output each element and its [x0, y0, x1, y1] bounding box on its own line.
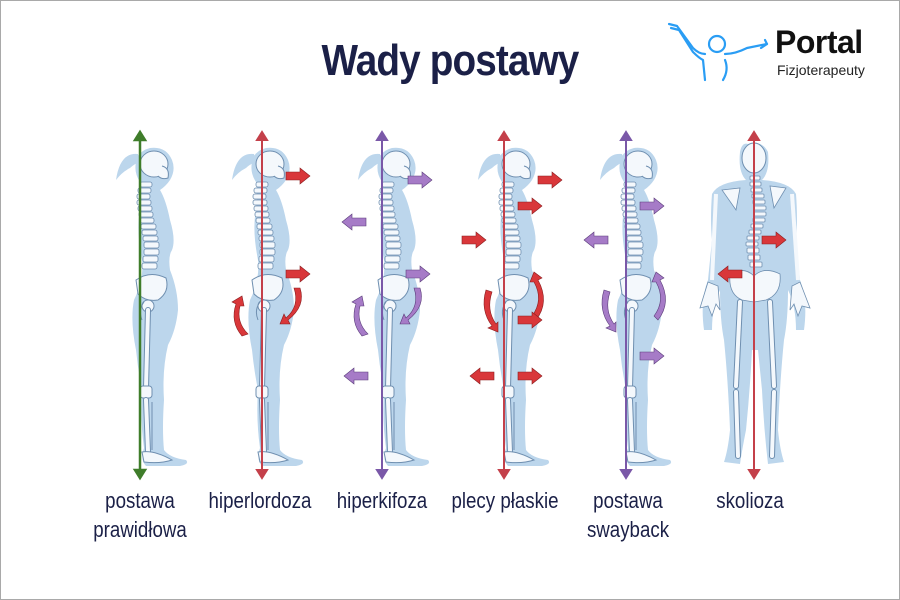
deviation-arrows [231, 167, 311, 337]
skeleton-side-view-icon [341, 130, 433, 480]
label-line-1: plecy płaskie [451, 488, 559, 513]
label-line-2: swayback [586, 517, 670, 542]
logo-brand-text: Portal [775, 24, 863, 60]
deviation-arrows [583, 197, 666, 365]
skeleton-side-view-icon [226, 130, 311, 480]
label-swayback: postawa swayback [577, 486, 679, 544]
label-hyperlordosis: hiperlordoza [205, 486, 316, 515]
portal-logo[interactable]: Portal Fizjoterapeuty [663, 14, 888, 86]
label-line-1: postawa [105, 488, 175, 513]
page-title: Wady postawy [321, 36, 580, 85]
skeleton-side-view-icon [461, 130, 563, 480]
label-line-1: postawa [593, 488, 663, 513]
figure-swayback [582, 130, 682, 480]
figure-hyperkyphosis [341, 130, 452, 480]
label-line-2: prawidłowa [93, 517, 187, 542]
skeleton-back-view-icon [699, 130, 811, 480]
figure-scoliosis [699, 130, 811, 480]
label-flat-back: plecy płaskie [450, 486, 561, 515]
label-normal-posture: postawa prawidłowa [89, 486, 191, 544]
label-line-1: skolioza [716, 488, 784, 513]
figure-normal-posture [110, 129, 190, 481]
figure-flat-back [460, 130, 570, 480]
label-line-1: hiperkifoza [336, 488, 428, 513]
person-arms-raised-icon [667, 22, 769, 82]
logo-subtitle: Fizjoterapeuty [777, 62, 865, 78]
label-scoliosis: skolioza [699, 486, 801, 515]
deviation-arrows [341, 171, 433, 385]
skeleton-side-view-icon [110, 129, 190, 481]
label-hyperkyphosis: hiperkifoza [331, 486, 433, 515]
label-line-1: hiperlordoza [208, 488, 312, 513]
skeleton-side-view-icon [583, 130, 682, 480]
deviation-arrows [461, 171, 563, 385]
figure-hyperlordosis [226, 130, 326, 480]
plumb-line [132, 129, 148, 481]
